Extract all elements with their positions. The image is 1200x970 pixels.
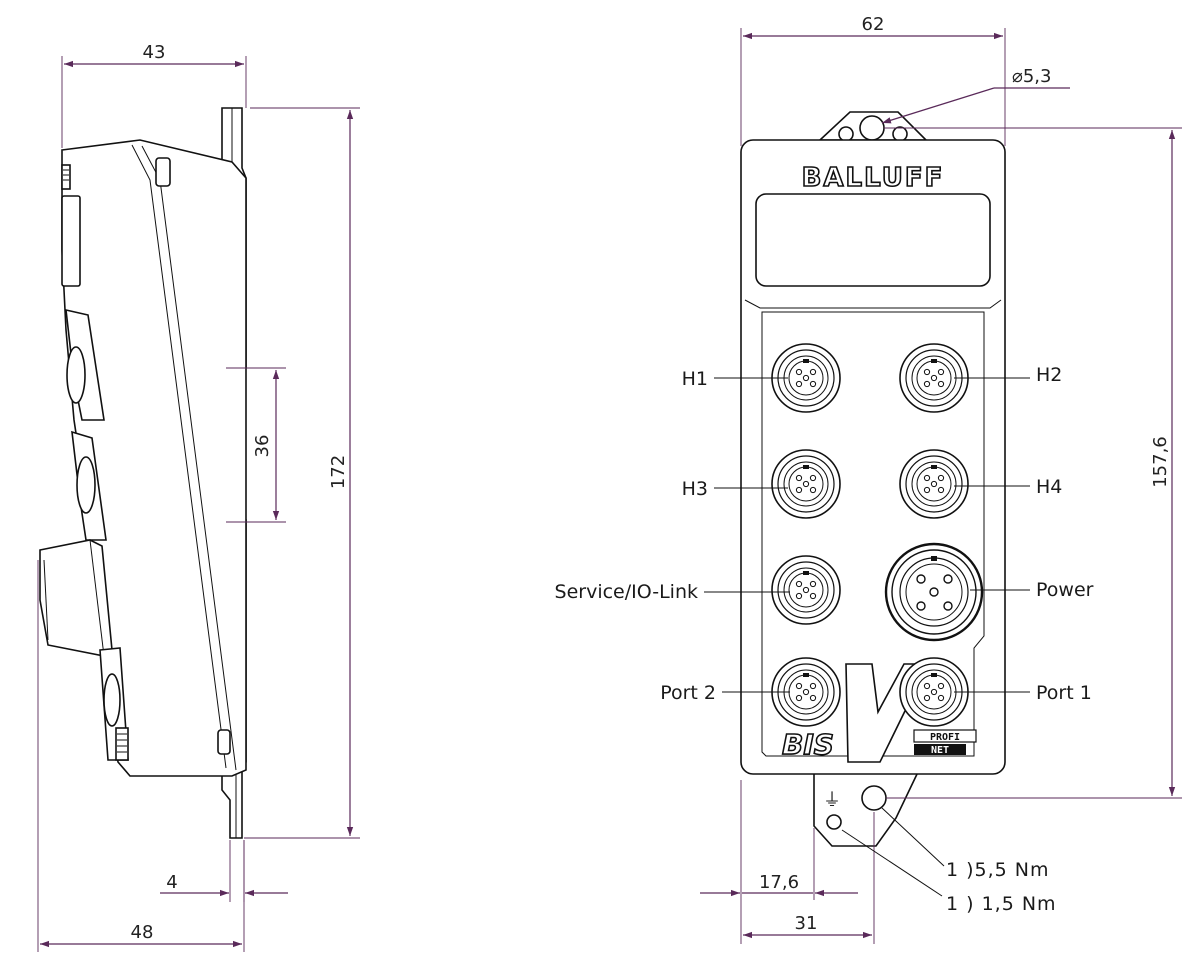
dim-hole: ⌀5,3: [881, 66, 1070, 124]
dim-48-label: 48: [131, 922, 154, 943]
torque-notes: 1 )5,5 Nm 1 ) 1,5 Nm: [841, 807, 1057, 915]
front-view: ⏚ BALLUFF BIS PROFI NET: [555, 14, 1182, 944]
dim-157-6: 157,6: [884, 127, 1182, 799]
dim-36: 36: [226, 367, 286, 523]
dim-43-label: 43: [143, 42, 166, 63]
label-h2: H2: [1036, 364, 1062, 386]
label-h3: H3: [682, 478, 708, 500]
dim-43: 43: [61, 42, 247, 148]
label-service: Service/IO-Link: [555, 581, 698, 603]
label-h4: H4: [1036, 476, 1062, 498]
label-port2: Port 2: [660, 682, 716, 704]
dim-hole-value: 5,3: [1023, 66, 1052, 87]
series-label: BIS: [782, 728, 834, 761]
dim-4-label: 4: [166, 872, 177, 893]
brand-logo: BALLUFF: [802, 163, 945, 193]
side-view: 43 172 36 4 48: [37, 42, 360, 952]
label-port1: Port 1: [1036, 682, 1092, 704]
dim-17-6-label: 17,6: [759, 872, 799, 893]
dim-62: 62: [740, 14, 1006, 146]
connector-power: [884, 542, 984, 642]
connector-h4: [899, 449, 969, 519]
profinet-logo-bottom: NET: [931, 745, 949, 756]
label-power: Power: [1036, 579, 1094, 601]
dim-36-label: 36: [252, 435, 273, 458]
dim-4: 4: [160, 840, 288, 902]
label-h1: H1: [682, 368, 708, 390]
side-power-connector: [39, 539, 113, 657]
ground-symbol: ⏚: [823, 790, 841, 811]
top-mounting-ear: [817, 111, 928, 142]
dim-17-6: 17,6: [700, 780, 858, 944]
diameter-symbol: ⌀: [1012, 66, 1023, 87]
dim-172: 172: [244, 107, 360, 839]
dim-31: 31: [743, 812, 875, 944]
profinet-logo: PROFI NET: [913, 729, 977, 756]
side-housing: [39, 139, 247, 777]
torque-note-2: 1 ) 1,5 Nm: [946, 893, 1057, 915]
dim-hole-label: ⌀5,3: [1012, 66, 1051, 87]
dim-172-label: 172: [328, 455, 349, 489]
dim-62-label: 62: [862, 14, 885, 35]
profinet-logo-top: PROFI: [930, 732, 960, 743]
dim-48: 48: [37, 560, 245, 952]
connector-h3: [771, 449, 841, 519]
torque-note-1: 1 )5,5 Nm: [946, 859, 1050, 881]
connector-service: [771, 555, 841, 625]
bottom-mounting-ear: ⏚: [813, 771, 920, 847]
dim-157-6-label: 157,6: [1150, 436, 1171, 488]
dim-31-label: 31: [795, 913, 818, 934]
